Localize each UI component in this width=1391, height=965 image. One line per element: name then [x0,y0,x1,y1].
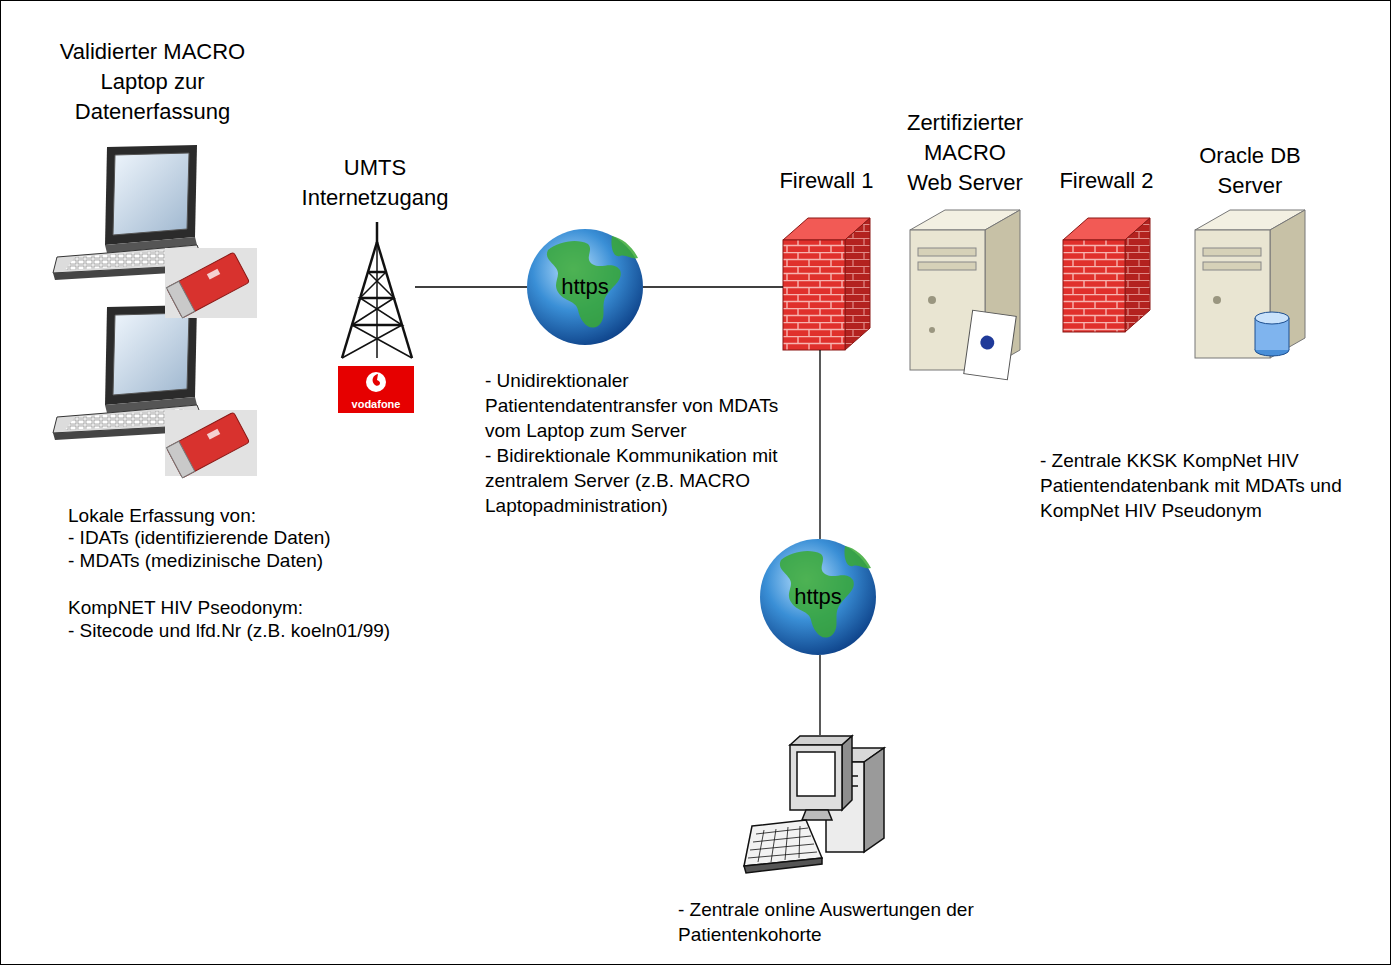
server-icon-part [964,310,1016,380]
umts-card-icon-part [165,248,257,318]
server-icon-part-part [979,335,995,351]
server-node: Oracle DB Server [1195,210,1305,358]
desktop-pc-icon-part [790,745,842,810]
node-heading: Firewall 2 [1059,166,1153,196]
server-icon-part [1203,262,1261,270]
note-line: - MDATs (medizinische Daten) [68,548,428,573]
umts-card-icon-part-part [166,252,249,318]
internet-globe-icon-part [611,236,638,258]
laptop-node: Validierter MACRO Laptop zur Datenerfass… [40,140,265,480]
desktop-pc-icon-part [748,826,817,862]
server-icon [910,210,1305,380]
laptop-icon-part-part [113,313,189,395]
server-icon-part [1289,318,1290,350]
laptop-icon [53,145,205,440]
internet-globe-icon-part [844,546,871,568]
transfer-note: - Unidirektionaler Patientendatentransfe… [485,368,790,443]
firewall-icon-part [1063,240,1125,332]
node-caption: - Zentrale online Auswertungen der Patie… [678,897,978,947]
transfer-note: - Bidirektionale Kommunikation mit zentr… [485,443,790,518]
link-label: https [527,229,643,345]
node-heading: Validierter MACRO Laptop zur Datenerfass… [43,37,263,127]
firewall-icon-part [845,218,870,350]
network-link [415,286,527,287]
server-node: Zertifizierter MACRO Web Server [910,210,1020,380]
internet-globe-icon [527,229,876,655]
server-icon-part [929,327,935,333]
umts-card-icon-part [166,252,249,318]
vodafone-logo-part [366,372,386,392]
radio-tower-icon-part [376,222,379,245]
firewall-node: Firewall 1 [783,218,870,350]
server-icon-part [1203,248,1261,256]
internet-globe-icon-part [527,229,643,345]
umts-card-icon-part [166,412,249,478]
node-heading: Firewall 1 [779,166,873,196]
radio-tower-icon-part [342,272,412,358]
radio-tower-icon-part [368,271,386,274]
note-line: - Sitecode und lfd.Nr (z.B. koeln01/99) [68,618,448,643]
workstation-node: - Zentrale online Auswertungen der Patie… [745,735,895,875]
network-link [819,350,820,539]
server-icon-part-part [964,310,1016,380]
vodafone-logo-part [373,374,380,386]
vodafone-logo [338,366,414,413]
vodafone-logo-part [338,366,414,413]
network-link [643,286,783,287]
firewall-node: Firewall 2 [1063,218,1150,332]
desktop-pc-icon-part [744,858,822,873]
note-line: - IDATs (identifizierende Daten) [68,525,428,550]
tower-node: UMTS Internetzugang [335,225,415,360]
server-icon-part [928,296,936,304]
node-heading: Oracle DB Server [1198,141,1302,201]
desktop-pc-icon-part [842,736,852,810]
umts-card-icon-part-part [166,281,194,318]
firewall-icon-part [1125,218,1150,332]
globe-node: https [760,539,876,655]
server-icon-part [918,262,976,270]
network-link [819,655,820,735]
server-icon-part [918,248,976,256]
node-heading: UMTS Internetzugang [290,153,460,213]
note-heading: Lokale Erfassung von: [68,503,428,528]
radio-tower-icon-part [342,242,377,358]
umts-card-icon [165,248,257,478]
desktop-pc-icon-part [864,748,884,852]
link-label: https [760,539,876,655]
laptop-icon-part-part [113,153,189,235]
laptop-icon-part-part [105,305,197,405]
radio-tower-icon-part [377,242,412,358]
umts-card-icon-part-part [207,269,220,280]
server-icon-part [1255,318,1256,350]
radio-tower-icon [342,222,412,358]
node-heading: Zertifizierter MACRO Web Server [903,108,1028,198]
umts-card-icon-part-part [207,429,220,440]
desktop-pc-icon [744,736,884,873]
server-icon-part [1213,296,1221,304]
server-icon-part [1255,312,1289,324]
radio-tower-icon-part [376,242,378,358]
desktop-pc-icon-part [802,810,832,820]
logo-text: vodafone [338,397,414,411]
desktop-pc-icon-part [797,752,835,796]
note-heading: KompNET HIV Pseodonym: [68,595,428,620]
globe-node: https [527,229,643,345]
internet-globe-icon-part [760,539,876,655]
umts-card-icon-part-part [166,412,249,478]
umts-card-icon-part-part [166,441,194,478]
database-note: - Zentrale KKSK KompNet HIV Patientendat… [1040,448,1350,523]
firewall-icon-part [783,240,845,350]
laptop-icon-part-part [105,145,197,245]
